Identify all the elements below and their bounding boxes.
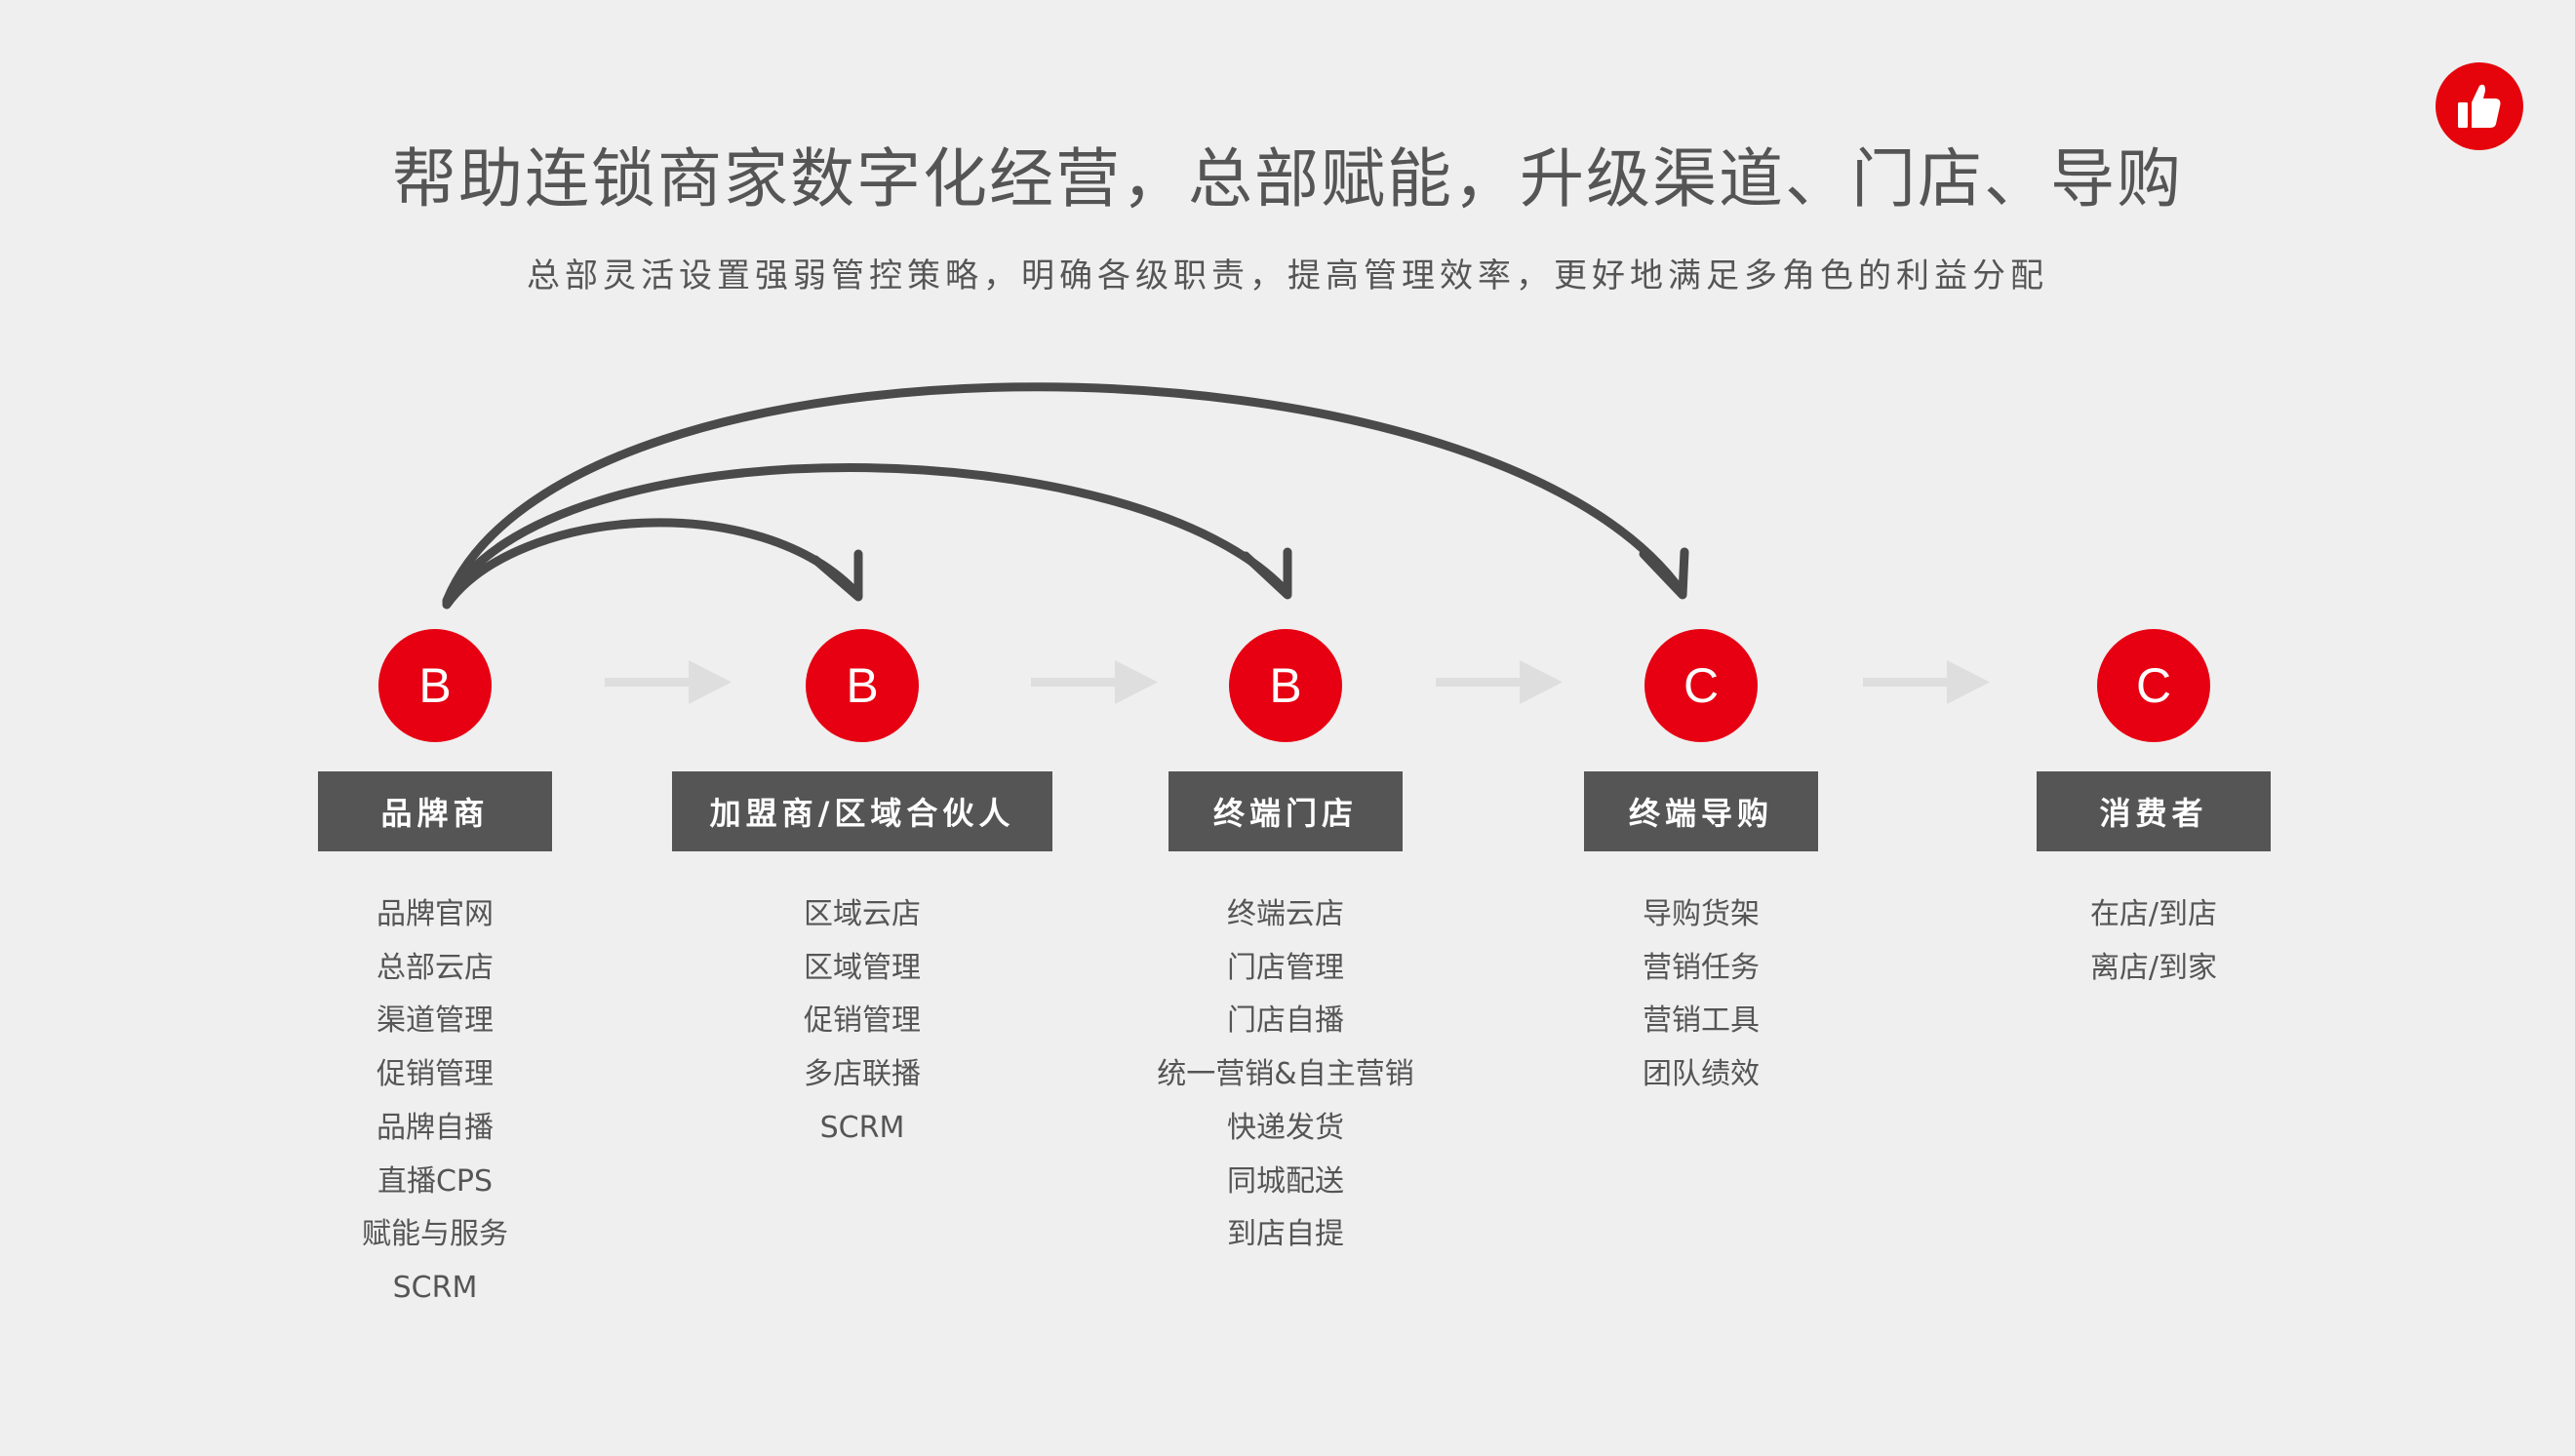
feature-item: 品牌官网 <box>376 897 494 931</box>
stage-franchisee: B 加盟商/区域合伙人 区域云店 区域管理 促销管理 多店联播 SCRM <box>672 629 1052 1156</box>
feature-item: 总部云店 <box>376 950 494 985</box>
feature-item: 营销工具 <box>1643 1003 1760 1039</box>
stage-label: 终端门店 <box>1169 771 1403 851</box>
feature-list: 区域云店 区域管理 促销管理 多店联播 SCRM <box>804 888 921 1156</box>
flow-arrow-right-icon <box>1031 660 1158 704</box>
arc-to-franchisee-arrowhead <box>811 549 863 602</box>
feature-item: 营销任务 <box>1643 950 1760 985</box>
stage-label: 加盟商/区域合伙人 <box>672 771 1052 851</box>
feature-item: SCRM <box>819 1110 905 1145</box>
stage-label: 终端导购 <box>1584 771 1818 851</box>
arc-to-store <box>442 463 1292 608</box>
feature-item: 在店/到店 <box>2089 897 2218 931</box>
feature-item: 渠道管理 <box>376 1003 494 1039</box>
feature-item: 促销管理 <box>376 1057 494 1092</box>
feature-item: 团队绩效 <box>1643 1057 1760 1092</box>
feature-list: 品牌官网 总部云店 渠道管理 促销管理 品牌自播 直播CPS 赋能与服务 SCR… <box>362 888 508 1316</box>
page-subtitle: 总部灵活设置强弱管控策略，明确各级职责，提高管理效率，更好地满足多角色的利益分配 <box>527 256 2048 295</box>
stage-store: B 终端门店 终端云店 门店管理 门店自播 统一营销&自主营销 快递发货 同城配… <box>1153 629 1418 1262</box>
stage-shopping-guide: C 终端导购 导购货架 营销任务 营销工具 团队绩效 <box>1584 629 1818 1102</box>
feature-item: 多店联播 <box>804 1057 921 1092</box>
feature-item: 门店自播 <box>1227 1003 1344 1039</box>
feature-item: 到店自提 <box>1227 1217 1344 1252</box>
feature-item: 快递发货 <box>1227 1110 1344 1145</box>
feature-item: 区域云店 <box>804 897 921 931</box>
feature-list: 终端云店 门店管理 门店自播 统一营销&自主营销 快递发货 同城配送 到店自提 <box>1157 888 1413 1262</box>
flow-arrow-right-icon <box>1436 660 1563 704</box>
feature-item: 离店/到家 <box>2089 950 2218 985</box>
stage-label: 品牌商 <box>318 771 552 851</box>
feature-item: 终端云店 <box>1227 897 1344 931</box>
feature-item: SCRM <box>392 1270 478 1305</box>
feature-item: 直播CPS <box>376 1163 494 1199</box>
stage-brand: B 品牌商 品牌官网 总部云店 渠道管理 促销管理 品牌自播 直播CPS 赋能与… <box>318 629 552 1316</box>
feature-item: 门店管理 <box>1227 950 1344 985</box>
thumbs-up-icon <box>2436 62 2523 150</box>
stage-type-badge: B <box>1229 629 1342 742</box>
feature-list: 在店/到店 离店/到家 <box>2090 888 2217 995</box>
stage-type-badge: B <box>378 629 492 742</box>
stage-consumer: C 消费者 在店/到店 离店/到家 <box>2037 629 2271 995</box>
feature-item: 赋能与服务 <box>362 1217 508 1252</box>
arc-to-guide-arrowhead <box>1639 547 1689 600</box>
stage-type-badge: B <box>806 629 919 742</box>
hq-empowerment-arcs <box>442 382 1689 610</box>
feature-item: 统一营销&自主营销 <box>1157 1057 1414 1092</box>
stage-label: 消费者 <box>2037 771 2271 851</box>
arc-to-guide <box>442 382 1687 606</box>
feature-list: 导购货架 营销任务 营销工具 团队绩效 <box>1643 888 1760 1102</box>
feature-item: 促销管理 <box>804 1003 921 1039</box>
flow-arrow-right-icon <box>605 660 732 704</box>
feature-item: 导购货架 <box>1643 897 1760 931</box>
arc-to-store-arrowhead <box>1241 547 1292 600</box>
feature-item: 品牌自播 <box>376 1110 494 1145</box>
feature-item: 区域管理 <box>804 950 921 985</box>
page-title: 帮助连锁商家数字化经营，总部赋能，升级渠道、门店、导购 <box>392 141 2183 216</box>
feature-item: 同城配送 <box>1227 1163 1344 1199</box>
stage-type-badge: C <box>1644 629 1758 742</box>
stage-type-badge: C <box>2097 629 2210 742</box>
arc-to-franchisee <box>442 518 863 610</box>
flow-arrow-right-icon <box>1863 660 1990 704</box>
